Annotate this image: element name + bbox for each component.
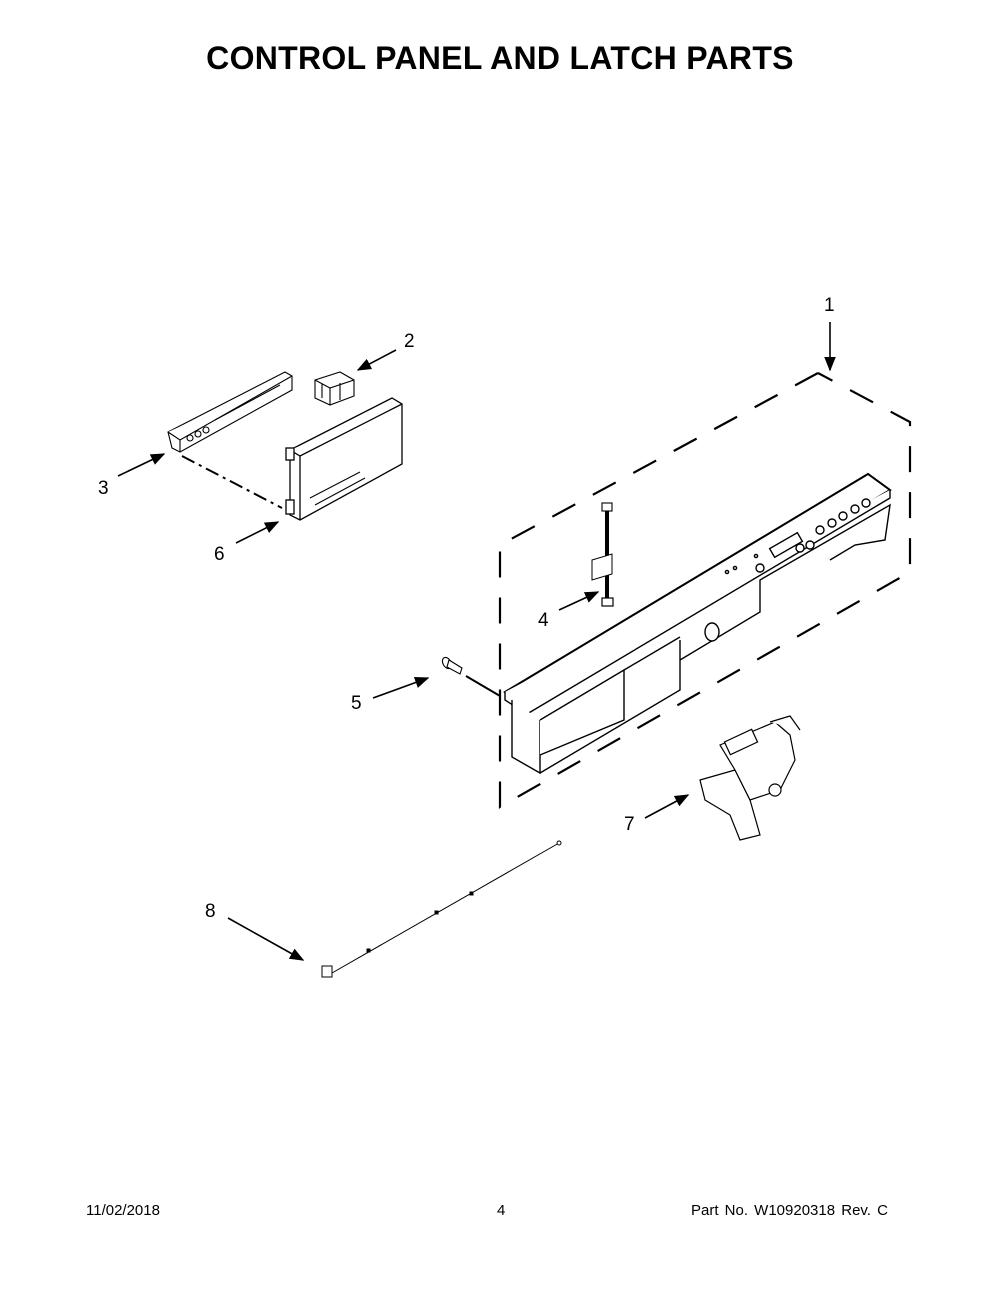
- callout-7[interactable]: 7: [624, 814, 635, 835]
- screw-part-5[interactable]: [441, 656, 463, 675]
- assembly-centerline-3-6: [181, 455, 283, 509]
- footer-part-number: Part No. W10920318 Rev. C: [691, 1202, 888, 1219]
- page-title: CONTROL PANEL AND LATCH PARTS: [206, 40, 794, 76]
- arrow-2: [356, 349, 397, 371]
- callout-8[interactable]: 8: [205, 901, 216, 922]
- arrow-3: [117, 453, 166, 477]
- screw-centerline: [465, 675, 501, 697]
- callout-arrows: [117, 322, 836, 961]
- latch-part-7[interactable]: [699, 715, 801, 841]
- bracket-part-3[interactable]: [167, 371, 293, 453]
- sensor-wire-part-8[interactable]: [321, 840, 562, 978]
- arrow-5: [372, 677, 430, 699]
- callout-6[interactable]: 6: [214, 544, 225, 565]
- callout-4[interactable]: 4: [538, 610, 549, 631]
- callout-3[interactable]: 3: [98, 478, 109, 499]
- wire-harness-part-4[interactable]: [591, 502, 614, 607]
- control-board-part-6[interactable]: [285, 397, 403, 521]
- callout-5[interactable]: 5: [351, 693, 362, 714]
- arrow-7: [644, 794, 690, 819]
- control-panel-part-1[interactable]: [503, 472, 892, 775]
- arrow-6: [235, 521, 280, 544]
- footer-page-number: 4: [497, 1202, 506, 1219]
- arrow-8: [227, 917, 305, 961]
- clip-part-2[interactable]: [314, 371, 355, 406]
- callout-1[interactable]: 1: [824, 295, 835, 316]
- assembly-dashed-outline: [498, 372, 912, 809]
- footer-date: 11/02/2018: [86, 1202, 160, 1219]
- arrow-4: [558, 591, 600, 611]
- callout-2[interactable]: 2: [404, 331, 415, 352]
